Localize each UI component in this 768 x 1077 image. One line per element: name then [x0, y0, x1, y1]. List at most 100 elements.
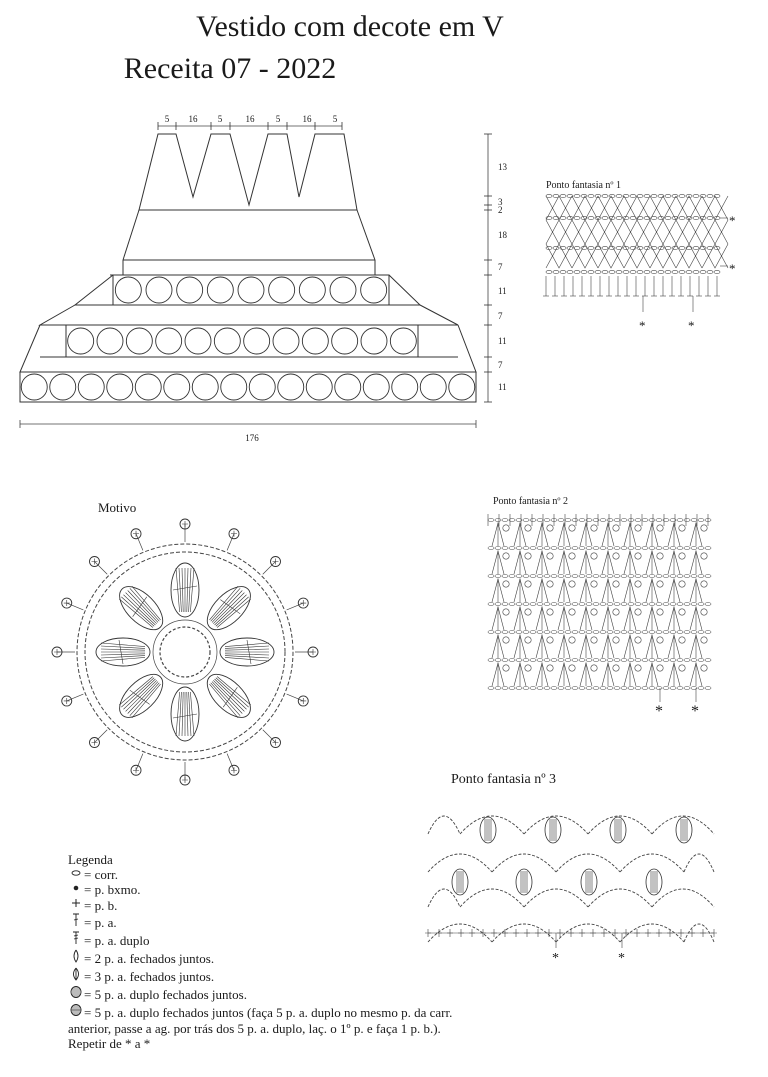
puff-stitch	[568, 580, 576, 588]
lattice-line	[571, 243, 599, 269]
chain-stitch	[615, 194, 623, 198]
side-height-0: 13	[498, 162, 508, 172]
puff-stitch	[612, 636, 620, 644]
bottom-width-label: 176	[245, 433, 259, 443]
legend-item-2: = p. b.	[68, 897, 538, 913]
chart-1-title: Ponto fantasia nº 1	[546, 180, 621, 191]
puff-stitch	[612, 608, 620, 616]
side-height-8: 7	[498, 360, 503, 370]
petal-stitch	[178, 691, 182, 737]
chain-stitch	[550, 658, 558, 662]
three-cluster-icon	[68, 967, 84, 985]
chain-stitch	[650, 246, 658, 250]
petal-stitch	[215, 596, 249, 627]
chain-stitch	[566, 246, 574, 250]
chain-stitch	[669, 630, 677, 634]
single-crochet	[546, 929, 552, 937]
motif-circle	[77, 373, 105, 401]
lattice-line	[545, 219, 573, 245]
puff-stitch	[656, 580, 664, 588]
single-crochet	[689, 929, 695, 937]
puff-stitch	[590, 608, 598, 616]
chain-stitch	[641, 630, 649, 634]
chain-stitch	[545, 216, 553, 220]
chain-stitch	[599, 546, 607, 550]
puff-stitch	[546, 580, 554, 588]
side-height-9: 11	[498, 382, 507, 392]
legend-item-text: = p. bxmo.	[84, 882, 141, 897]
puff-stitch	[524, 608, 532, 616]
picot	[130, 528, 142, 540]
petal-stitch	[220, 599, 241, 615]
motif-circle	[67, 327, 95, 355]
chain-stitch	[508, 518, 516, 522]
side-height-7: 11	[498, 336, 507, 346]
chain-stitch	[587, 194, 595, 198]
petal-outline	[119, 586, 164, 631]
motif-title: Motivo	[98, 500, 136, 515]
chain-stitch	[706, 194, 714, 198]
chain-stitch	[657, 246, 665, 250]
chain-stitch	[573, 194, 581, 198]
chain-stitch	[529, 686, 537, 690]
chain-stitch	[683, 518, 691, 522]
top-width-2: 5	[218, 114, 223, 124]
motif-circle	[268, 276, 296, 304]
chain-stitch	[690, 574, 698, 578]
petal-stitch	[190, 691, 195, 737]
chain-stitch	[543, 658, 551, 662]
chain-stitch	[550, 602, 558, 606]
puff-stitch	[700, 664, 708, 672]
chain-stitch	[690, 602, 698, 606]
chain-stitch	[704, 658, 712, 662]
single-crochet	[458, 929, 464, 937]
chain-stitch	[676, 602, 684, 606]
chain-stitch	[557, 630, 565, 634]
picot-stem	[135, 753, 144, 771]
petal-stitch	[132, 596, 148, 617]
chain-stitch	[683, 630, 691, 634]
single-crochet	[590, 929, 596, 937]
top-width-4: 5	[276, 114, 281, 124]
puff-stitch	[634, 580, 642, 588]
chain-stitch	[508, 686, 516, 690]
petal	[95, 637, 151, 667]
picot	[270, 737, 281, 748]
legend-heading: Legenda	[68, 852, 113, 867]
chart-3-marker-a: *	[552, 951, 559, 966]
petal-stitch	[119, 676, 154, 706]
chain-stitch	[559, 246, 567, 250]
side-height-2: 2	[498, 205, 503, 215]
motif-circle	[184, 327, 212, 355]
chain-stitch	[508, 658, 516, 662]
picot	[61, 695, 73, 707]
motif-circle	[277, 373, 305, 401]
petal-stitch	[186, 567, 189, 613]
chain-stitch	[664, 216, 672, 220]
petal	[119, 673, 164, 718]
chain-arc	[587, 888, 653, 908]
picot-stem	[262, 561, 276, 575]
chain-stitch	[487, 658, 495, 662]
motif-circle	[331, 327, 359, 355]
top-width-3: 16	[246, 114, 256, 124]
picot-cross	[54, 649, 60, 655]
lattice-line	[701, 195, 729, 221]
chain-stitch	[578, 518, 586, 522]
petal-stitch	[125, 592, 157, 624]
chart-1-marker-right-b: *	[729, 261, 736, 276]
single-crochet	[557, 929, 563, 937]
chain-stitch	[564, 546, 572, 550]
chain-stitch	[536, 602, 544, 606]
puff-stitch	[590, 552, 598, 560]
picot-stem	[66, 602, 84, 611]
petal-stitch	[129, 682, 160, 716]
chain-stitch	[501, 574, 509, 578]
petal-stitch	[100, 642, 146, 647]
chain-stitch	[627, 630, 635, 634]
chain-arc	[683, 853, 715, 873]
lattice-line	[545, 243, 573, 269]
puff-stitch	[524, 636, 532, 644]
chain-arc	[555, 923, 621, 943]
